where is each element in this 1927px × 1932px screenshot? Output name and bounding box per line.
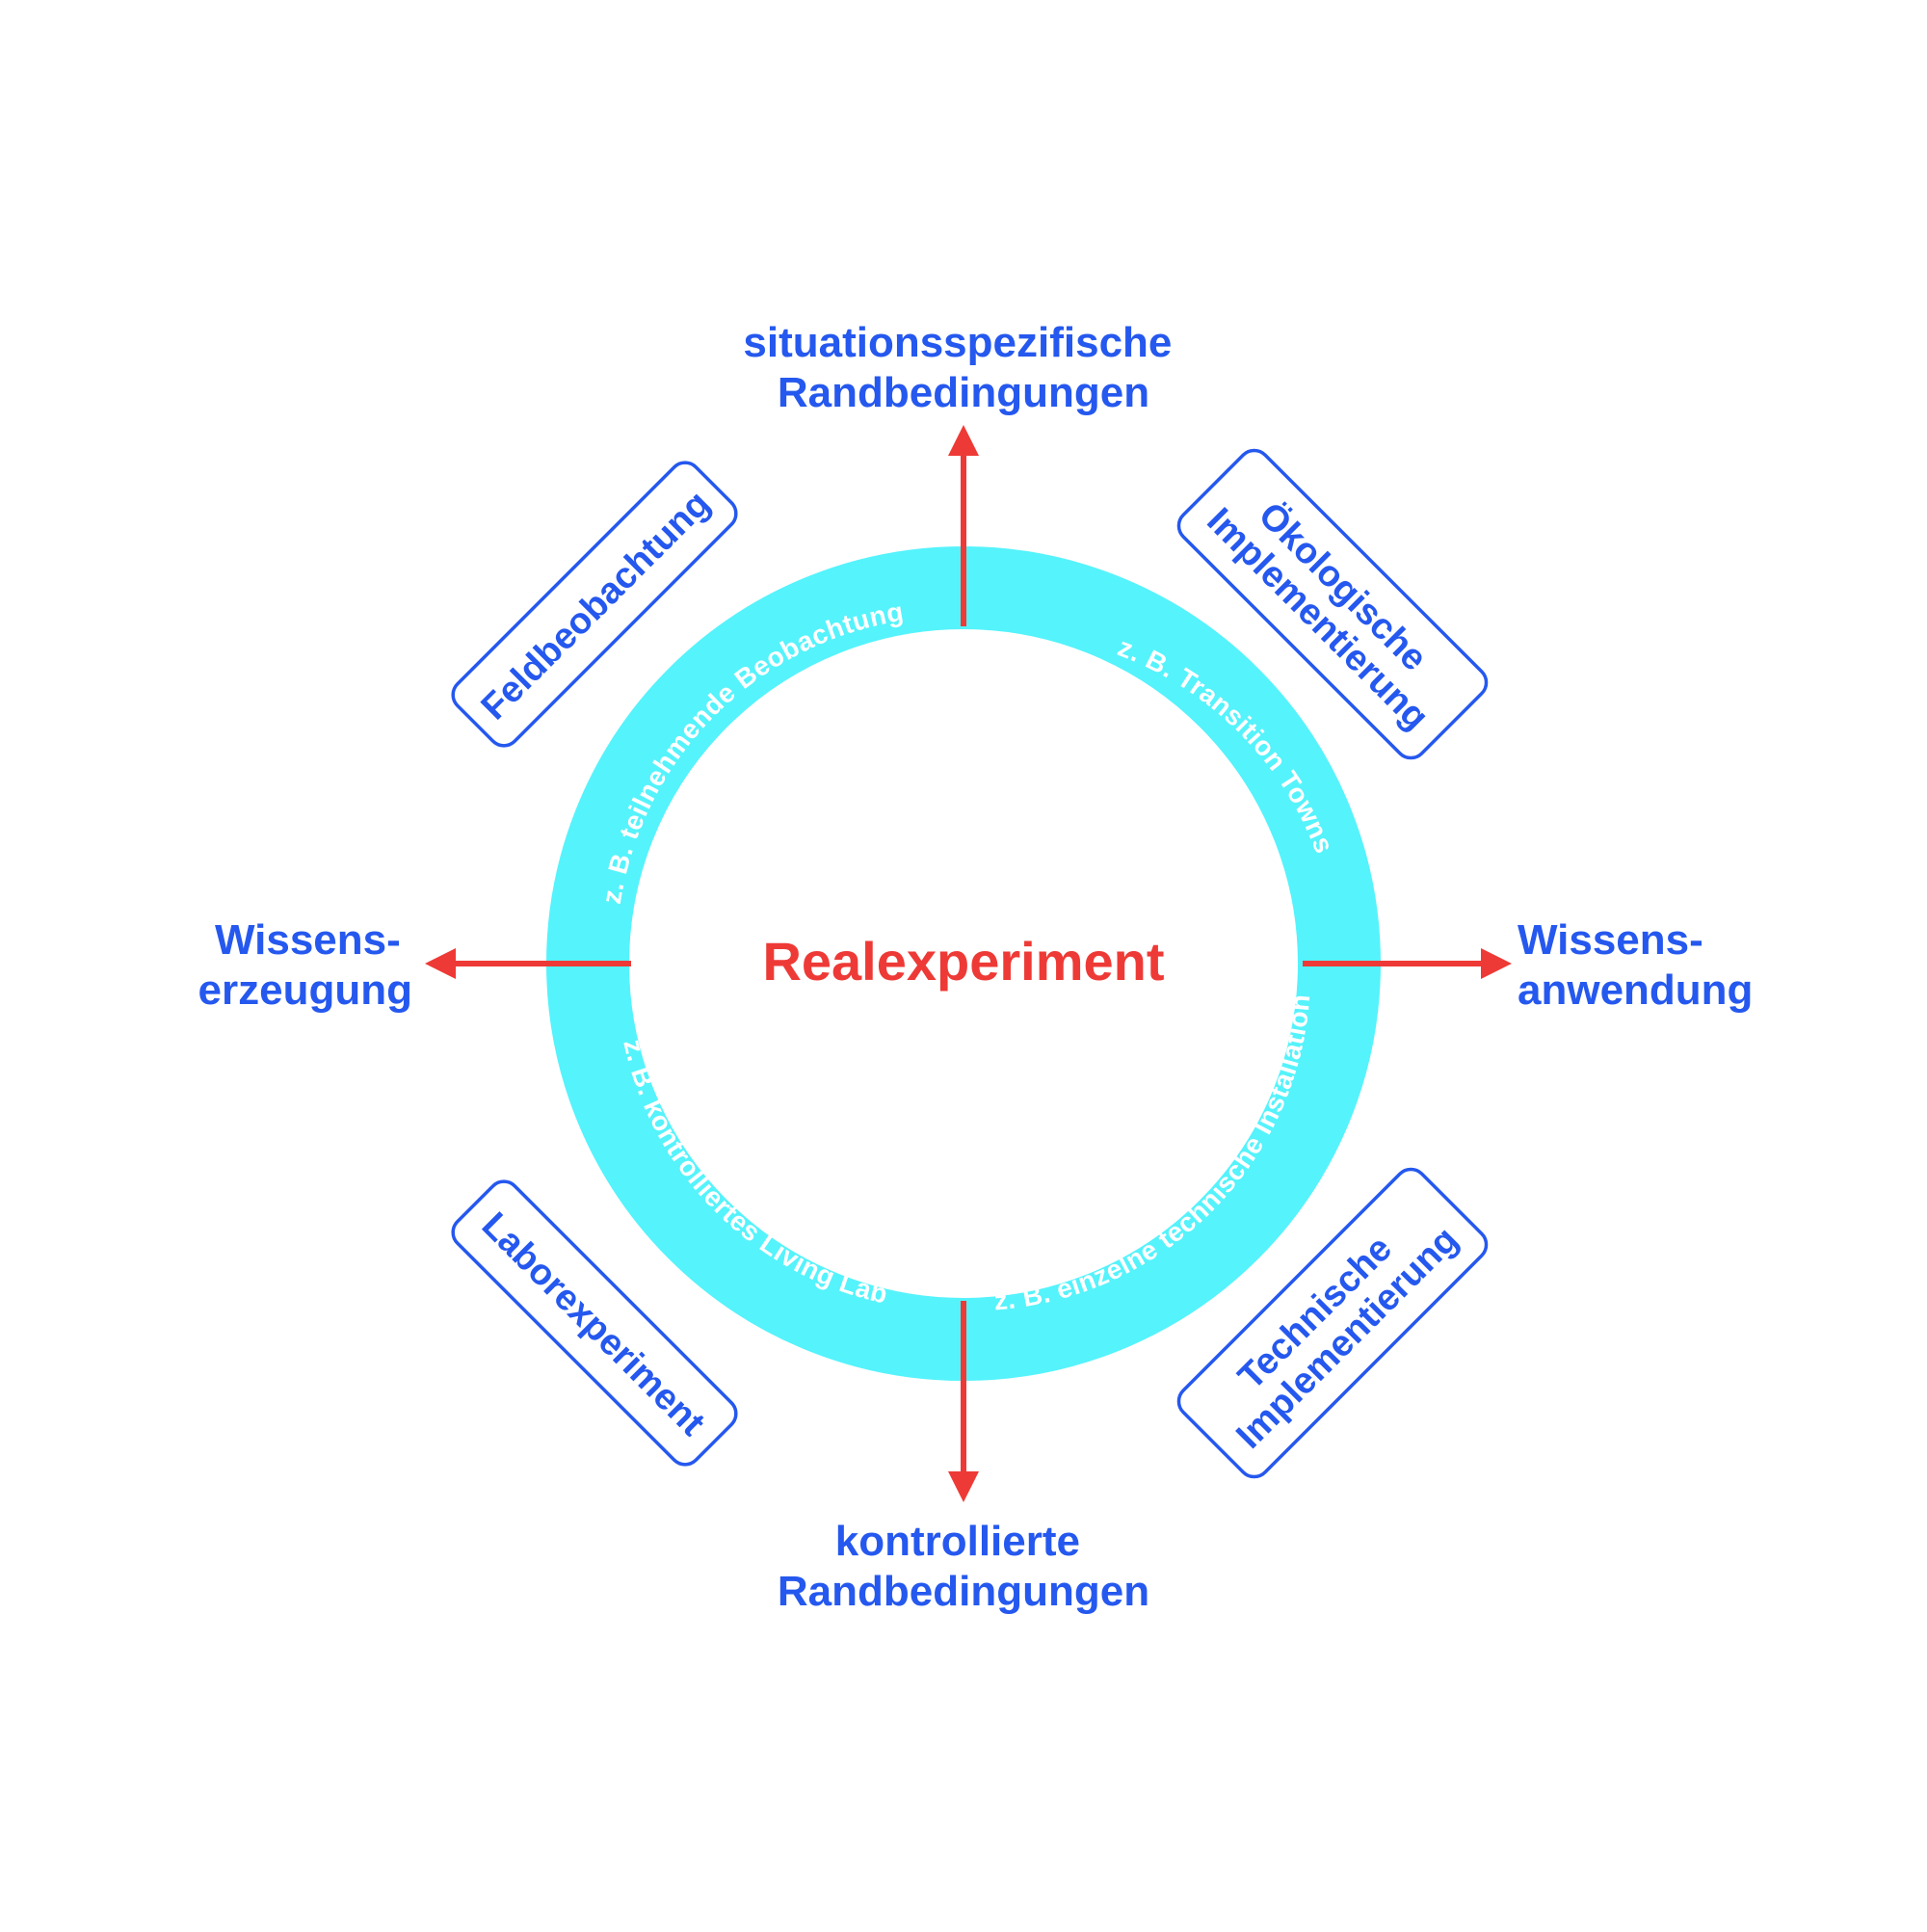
center-label: Realexperiment — [762, 931, 1164, 992]
box-frame — [451, 461, 738, 748]
axis-label-bottom: kontrollierte Randbedingungen — [778, 1518, 1149, 1615]
arrowhead-down — [948, 1471, 979, 1502]
arrowhead-up — [948, 425, 979, 456]
box-frame — [451, 1179, 738, 1467]
axis-labels: situationsspezifische Randbedingungen ko… — [198, 319, 1754, 1615]
arrowhead-right — [1481, 948, 1512, 979]
axis-label-right: Wissens- anwendung — [1518, 916, 1753, 1014]
box-frame — [1176, 448, 1489, 760]
box-frame — [1176, 1167, 1489, 1479]
arrowhead-left — [425, 948, 456, 979]
axis-label-top: situationsspezifische Randbedingungen — [743, 319, 1183, 416]
axis-arrows — [425, 425, 1512, 1502]
axis-label-left: Wissens- erzeugung — [198, 916, 412, 1014]
